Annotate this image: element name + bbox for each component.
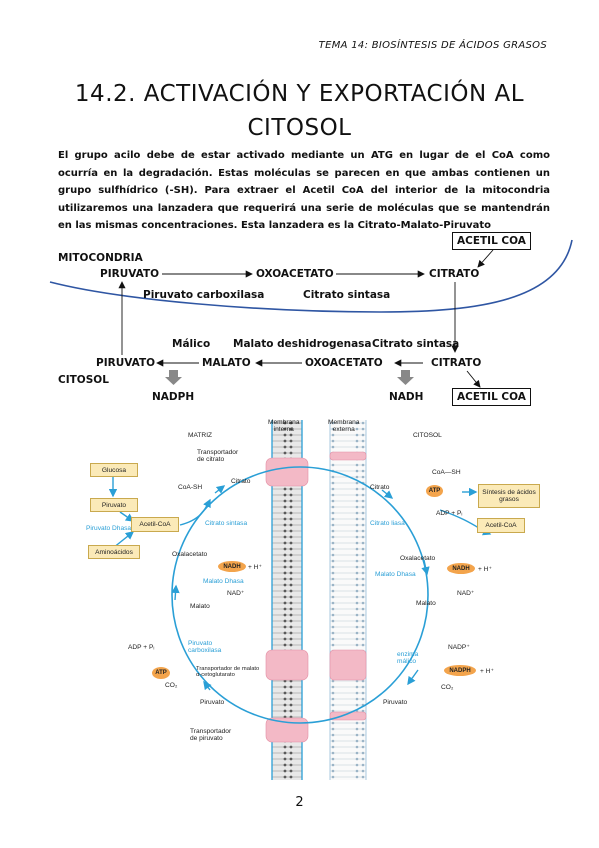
- aminoacidos-box: Aminoácidos: [88, 545, 140, 559]
- pyruvate-transporter: [265, 717, 309, 743]
- membrana-externa-label: Membrana externa: [328, 419, 360, 433]
- malato-dhasa-left: Malato Dhasa: [203, 578, 244, 585]
- malato-right: Malato: [416, 600, 436, 607]
- h-left: + H⁺: [248, 564, 262, 571]
- acetil-coa-top-box: ACETIL COA: [452, 232, 531, 250]
- matriz-label: MATRIZ: [188, 432, 213, 439]
- coa-sh-left: CoA-SH: [178, 484, 203, 491]
- oxalacetato-left: Oxalacetato: [172, 551, 208, 558]
- malato-deshidrogenasa-label: Malato deshidrogenasa: [233, 338, 372, 350]
- nadph-right-oval: NADPH: [444, 665, 476, 676]
- transportador-malato-label: Transportador de malato α-cetoglutarato: [196, 666, 260, 678]
- citrato-bottom: CITRATO: [431, 357, 482, 369]
- nadph-label: NADPH: [152, 391, 195, 403]
- atp-left-oval: ATP: [152, 667, 170, 679]
- citrato-right: Citrato: [370, 484, 390, 491]
- piruvato-carboxilasa-fig: Piruvato carboxilasa: [188, 640, 222, 654]
- malate-transporter: [265, 649, 309, 681]
- oxoacetato-bottom: OXOACETATO: [305, 357, 383, 369]
- acetil-coa-right-box: Acetil-CoA: [477, 518, 525, 533]
- nadh-label: NADH: [389, 391, 424, 403]
- glucosa-box: Glucosa: [90, 463, 138, 477]
- enzima-malico-fig: enzima málico: [397, 651, 419, 665]
- malato-bottom: MALATO: [202, 357, 251, 369]
- adp-pi-left: ADP + Pᵢ: [128, 644, 155, 651]
- citrate-transporter: [265, 457, 309, 487]
- malato-dhasa-right: Malato Dhasa: [375, 571, 416, 578]
- co2-right: CO₂: [441, 684, 454, 691]
- piruvato-dhasa-label: Piruvato Dhasa: [86, 525, 132, 532]
- nadh-left-oval: NADH: [218, 561, 246, 572]
- piruvato-left: Piruvato: [200, 699, 225, 706]
- section-title-line2: CITOSOL: [247, 115, 352, 141]
- co2-left: CO₂: [165, 682, 178, 689]
- adp-pi-right: ADP + Pᵢ: [436, 510, 463, 517]
- piruvato-box: Piruvato: [90, 498, 138, 512]
- nadh-right-oval: NADH: [447, 563, 475, 574]
- citrato-liasa-fig: Citrato liasa: [370, 520, 405, 527]
- membrana-interna-label: Membrana interna: [268, 419, 300, 433]
- coa-sh-right: CoA—SH: [432, 469, 461, 476]
- h-right: + H⁺: [478, 566, 492, 573]
- transportador-piruvato-label: Transportador de piruvato: [190, 728, 232, 742]
- atp-right-oval: ATP: [426, 485, 443, 497]
- citrato-top: CITRATO: [429, 268, 480, 280]
- oxoacetato-top: OXOACETATO: [256, 268, 334, 280]
- acetil-coa-left-box: Acetil-CoA: [131, 517, 179, 532]
- piruvato-carboxilasa-label: Piruvato carboxilasa: [143, 289, 265, 301]
- transportador-citrato-label: Transportador de citrato: [197, 449, 239, 463]
- intro-paragraph: El grupo acilo debe de estar activado me…: [58, 150, 550, 231]
- citrato-sintasa-top-label: Citrato sintasa: [303, 289, 391, 301]
- citrato-sintasa-fig: Citrato sintasa: [205, 520, 248, 527]
- page-number: 2: [295, 795, 304, 810]
- outer-membrane: [330, 420, 366, 780]
- page-header: TEMA 14: BIOSÍNTESIS DE ÁCIDOS GRASOS: [318, 40, 547, 51]
- acetil-coa-bottom-box: ACETIL COA: [452, 388, 531, 406]
- mitocondria-label: MITOCONDRIA: [58, 252, 143, 264]
- piruvato-right: Piruvato: [383, 699, 408, 706]
- malico-label: Málico: [172, 338, 211, 350]
- nad-right: NAD⁺: [457, 590, 475, 597]
- nadp-right: NADP⁺: [448, 644, 470, 651]
- oxalacetato-right: Oxalacetato: [400, 555, 436, 562]
- citrato-left: Citrato: [231, 478, 251, 485]
- citrato-sintasa-bottom-label: Citrato sintasa: [372, 338, 460, 350]
- citosol-fig-label: CITOSOL: [413, 432, 442, 439]
- section-title-line1: 14.2. ACTIVACIÓN Y EXPORTACIÓN AL: [74, 81, 525, 107]
- nad-left: NAD⁺: [227, 590, 245, 597]
- malato-left: Malato: [190, 603, 210, 610]
- sintesis-acidos-box: Síntesis de ácidos grasos: [478, 484, 540, 508]
- h-right2: + H⁺: [480, 668, 494, 675]
- citosol-label: CITOSOL: [58, 374, 109, 386]
- piruvato-bottom: PIRUVATO: [96, 357, 156, 369]
- piruvato-top: PIRUVATO: [100, 268, 160, 280]
